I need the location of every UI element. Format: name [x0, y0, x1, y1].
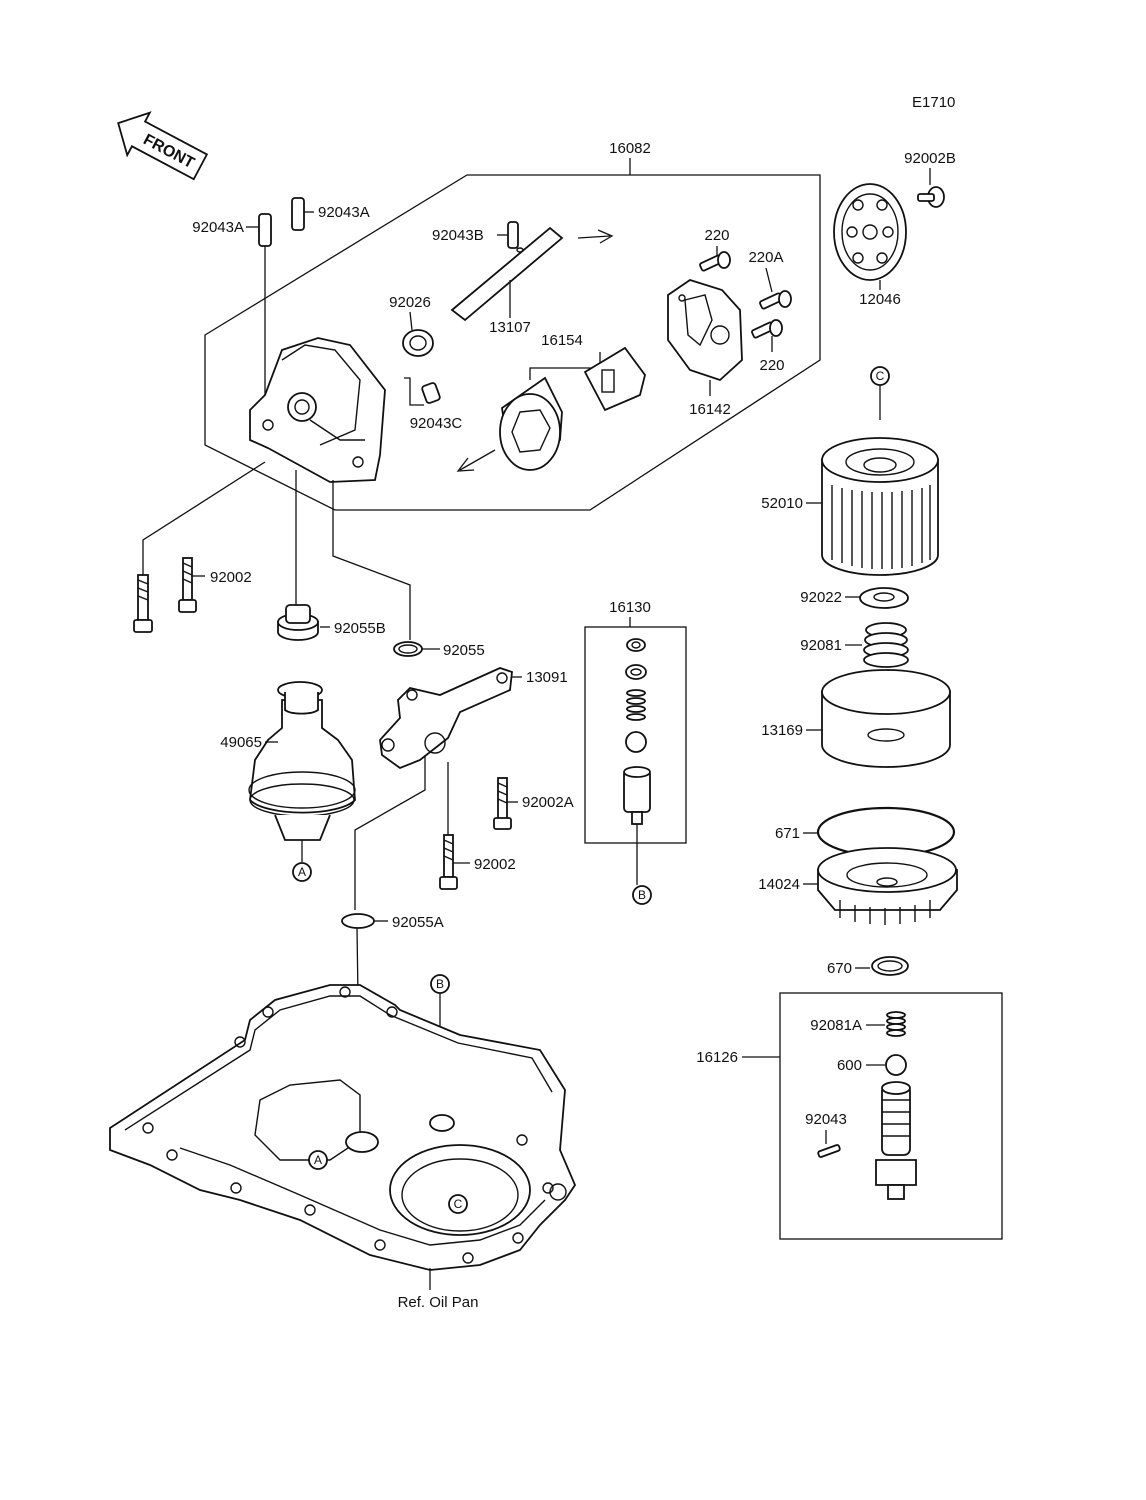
filter-cup	[821, 669, 951, 768]
spring-icon	[863, 622, 909, 668]
svg-text:A: A	[314, 1153, 322, 1167]
marker-A-strainer: A	[292, 862, 312, 882]
pin-icon	[817, 1144, 841, 1158]
pump-shaft	[450, 226, 564, 322]
label-92055B: 92055B	[334, 620, 386, 637]
label-16142: 16142	[689, 401, 731, 418]
bolt-icon	[439, 834, 458, 890]
pump-body	[249, 337, 386, 483]
dowel-pin-icon	[291, 197, 305, 231]
svg-text:C: C	[454, 1197, 463, 1211]
label-12046: 12046	[859, 291, 901, 308]
label-16126: 16126	[696, 1049, 738, 1066]
plug-icon	[277, 604, 319, 641]
label-92002B: 92002B	[904, 150, 956, 167]
screw-icon	[759, 290, 792, 310]
label-600: 600	[837, 1057, 862, 1074]
label-16082: 16082	[609, 140, 651, 157]
screw-icon	[699, 251, 731, 272]
front-arrow: FRONT	[117, 111, 209, 181]
pin-icon	[507, 221, 519, 249]
ref-oil-pan-label: Ref. Oil Pan	[398, 1294, 479, 1311]
label-92055: 92055	[443, 642, 485, 659]
pump-assembly-outline	[204, 158, 821, 511]
marker-B-lower: B	[632, 885, 652, 905]
bolt-icon	[493, 777, 512, 830]
pin-icon	[421, 382, 441, 404]
bolt-icon	[133, 574, 153, 633]
label-92022: 92022	[800, 589, 842, 606]
check-valve-parts	[623, 638, 651, 825]
bolt-icon	[178, 557, 197, 613]
dowel-pin-icon	[258, 213, 272, 395]
oil-pipe	[379, 667, 513, 770]
label-220-top: 220	[704, 227, 729, 244]
label-92002A: 92002A	[522, 794, 574, 811]
relief-valve-box	[779, 992, 1003, 1240]
label-220-bottom: 220	[759, 357, 784, 374]
oil-strainer	[248, 681, 356, 841]
relief-valve-body	[875, 1081, 917, 1200]
label-92081: 92081	[800, 637, 842, 654]
label-16130: 16130	[609, 599, 651, 616]
label-16154: 16154	[541, 332, 583, 349]
label-92043B: 92043B	[432, 227, 484, 244]
label-92081A: 92081A	[810, 1017, 862, 1034]
ball-icon	[885, 1054, 907, 1076]
marker-C-pan: C	[448, 1194, 468, 1214]
label-92002-top: 92002	[210, 569, 252, 586]
oil-filter	[821, 437, 939, 576]
marker-B-upper: B	[430, 974, 450, 994]
pump-cover	[667, 279, 743, 382]
svg-text:A: A	[298, 865, 306, 879]
sprocket-gear-icon	[833, 183, 907, 281]
direction-arrow	[456, 229, 614, 472]
figure-code: E1710	[912, 94, 955, 111]
screw-icon	[751, 319, 783, 339]
label-49065: 49065	[220, 734, 262, 751]
label-92043-relief: 92043	[805, 1111, 847, 1128]
svg-text:B: B	[436, 977, 444, 991]
label-220A: 220A	[748, 249, 783, 266]
label-92043A-left: 92043A	[192, 219, 244, 236]
seal-ring	[402, 329, 434, 357]
label-670: 670	[827, 960, 852, 977]
filter-cover	[817, 847, 958, 925]
bolt-icon	[917, 186, 945, 208]
inner-rotor	[583, 346, 646, 412]
label-52010: 52010	[761, 495, 803, 512]
o-ring-icon	[393, 641, 423, 657]
label-92043A-right: 92043A	[318, 204, 370, 221]
oil-pan	[109, 984, 577, 1271]
label-92026: 92026	[389, 294, 431, 311]
label-92043C: 92043C	[410, 415, 463, 432]
label-671: 671	[775, 825, 800, 842]
label-13091: 13091	[526, 669, 568, 686]
washer-icon	[859, 587, 909, 609]
label-92055A: 92055A	[392, 914, 444, 931]
label-14024: 14024	[758, 876, 800, 893]
svg-text:B: B	[638, 888, 646, 902]
svg-text:C: C	[876, 369, 885, 383]
outer-rotor	[499, 376, 563, 471]
label-92002-bottom: 92002	[474, 856, 516, 873]
spring-icon	[886, 1011, 906, 1037]
label-13107: 13107	[489, 319, 531, 336]
label-13169: 13169	[761, 722, 803, 739]
check-valve-box	[584, 626, 687, 844]
marker-A-pan: A	[308, 1150, 328, 1170]
o-ring-icon	[341, 913, 375, 929]
o-ring-icon	[871, 956, 909, 976]
marker-C-top: C	[870, 366, 890, 420]
